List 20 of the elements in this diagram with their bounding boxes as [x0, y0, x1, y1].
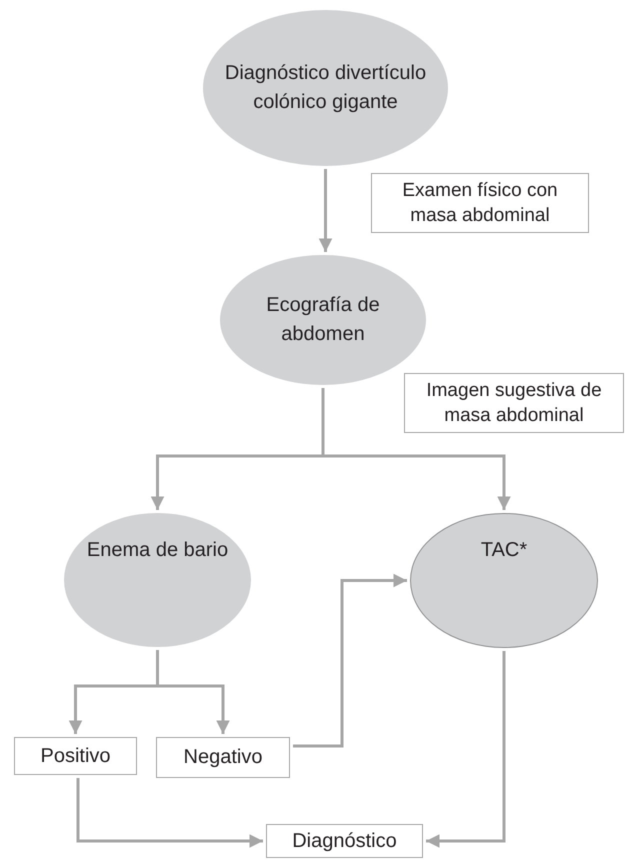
node-label: Positivo — [40, 744, 111, 768]
node-label: Diagnóstico — [292, 828, 397, 854]
result-box — [14, 737, 137, 775]
arrow — [293, 574, 407, 748]
node-label: Imagen sugestiva de masa abdominal — [425, 379, 603, 428]
outcome-box — [266, 824, 423, 858]
node-label: TAC* — [480, 538, 528, 563]
result-box — [156, 737, 290, 778]
finding-box — [404, 373, 624, 433]
arrow — [156, 650, 230, 734]
arrow — [322, 388, 511, 510]
node-label: Ecografía de abdomen — [265, 293, 381, 347]
node-label: Negativo — [184, 745, 262, 770]
arrow — [318, 169, 332, 252]
node-label: Diagnóstico divertículo colónico gigante — [224, 61, 428, 115]
node-label: Enema de bario — [86, 538, 228, 563]
arrow — [76, 778, 263, 848]
finding-box — [371, 173, 589, 233]
arrow — [426, 651, 506, 848]
node-label: Examen físico con masa abdominal — [401, 179, 559, 228]
